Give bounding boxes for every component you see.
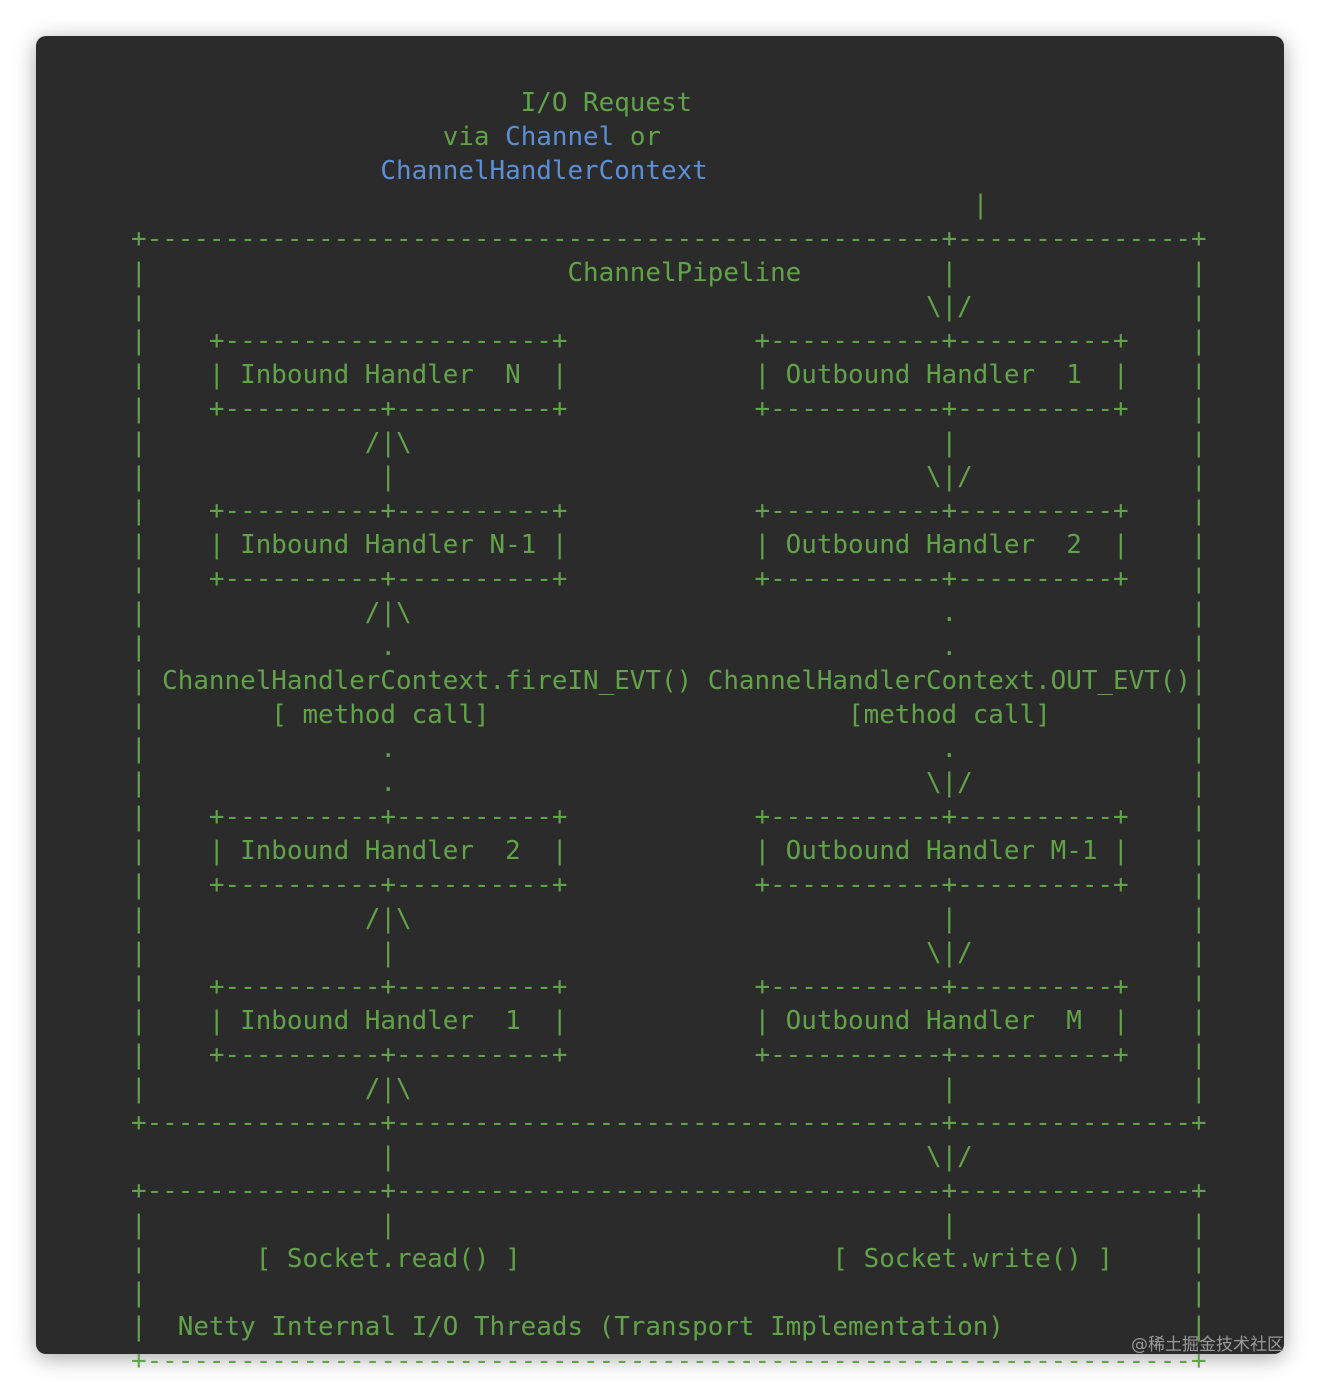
diagram-text: | | Inbound Handler N | | Outbound Handl… [131,360,1207,390]
diagram-text: | ChannelHandlerContext.fireIN_EVT() Cha… [131,666,1207,696]
diagram-line: | Netty Internal I/O Threads (Transport … [131,1310,1207,1344]
diagram-text: | +----------+----------+ +-----------+-… [131,972,1207,1002]
diagram-text: +---------------+-----------------------… [131,1176,1207,1206]
diagram-line: | | Inbound Handler 1 | | Outbound Handl… [131,1004,1207,1038]
diagram-text: | | [131,1278,1207,1308]
diagram-text: | | | | [131,1210,1207,1240]
diagram-line: +---------------------------------------… [131,222,1207,256]
diagram-line: | | Inbound Handler 2 | | Outbound Handl… [131,834,1207,868]
diagram-line: | /|\ | | [131,1072,1207,1106]
watermark: @稀土掘金技术社区 [1131,1335,1284,1355]
diagram-text: | Netty Internal I/O Threads (Transport … [131,1312,1207,1342]
diagram-line: I/O Request [131,86,1207,120]
diagram-line: | +----------+----------+ +-----------+-… [131,392,1207,426]
diagram-text: | | Inbound Handler 2 | | Outbound Handl… [131,836,1207,866]
diagram-text [131,156,380,186]
diagram-line: | +----------+----------+ +-----------+-… [131,1038,1207,1072]
diagram-text: | \|/ | [131,292,1207,322]
diagram-text: | +----------+----------+ +-----------+-… [131,1040,1207,1070]
diagram-text: | +----------+----------+ +-----------+-… [131,564,1207,594]
diagram-text: | | \|/ | [131,462,1207,492]
diagram-text: | [ Socket.read() ] [ Socket.write() ] | [131,1244,1207,1274]
diagram-line: | /|\ | | [131,902,1207,936]
diagram-text: | +---------------------+ +-----------+-… [131,326,1207,356]
diagram-line: | +----------+----------+ +-----------+-… [131,868,1207,902]
diagram-text: | /|\ . | [131,598,1207,628]
diagram-line: | | \|/ | [131,936,1207,970]
diagram-text: or [614,122,661,152]
diagram-line: | \|/ | [131,290,1207,324]
diagram-line: | [ method call] [method call] | [131,698,1207,732]
diagram-line: +---------------+-----------------------… [131,1174,1207,1208]
diagram-line: | [ Socket.read() ] [ Socket.write() ] | [131,1242,1207,1276]
diagram-text: via [131,122,506,152]
diagram-text: | +----------+----------+ +-----------+-… [131,802,1207,832]
diagram-line: | /|\ | | [131,426,1207,460]
diagram-text: | +----------+----------+ +-----------+-… [131,496,1207,526]
diagram-line: | [131,188,1207,222]
diagram-text: | ChannelPipeline | | [131,258,1207,288]
diagram-line: | | [131,1276,1207,1310]
diagram-line: +---------------------------------------… [131,1344,1207,1378]
diagram-line: | . . | [131,732,1207,766]
diagram-text: +---------------------------------------… [131,1346,1207,1376]
diagram-line: | +----------+----------+ +-----------+-… [131,970,1207,1004]
diagram-line: | . . | [131,630,1207,664]
diagram-line: | ChannelHandlerContext.fireIN_EVT() Cha… [131,664,1207,698]
diagram-text: | /|\ | | [131,428,1207,458]
diagram-text: | +----------+----------+ +-----------+-… [131,394,1207,424]
diagram-text: I/O Request [131,88,693,118]
diagram-text: | \|/ [131,1142,973,1172]
diagram-line: | /|\ . | [131,596,1207,630]
diagram-line: | ChannelPipeline | | [131,256,1207,290]
diagram-line: | | Inbound Handler N | | Outbound Handl… [131,358,1207,392]
diagram-text: | . \|/ | [131,768,1207,798]
diagram-text: | . . | [131,734,1207,764]
diagram-text: | | \|/ | [131,938,1207,968]
highlighted-token: Channel [505,122,615,152]
diagram-line: | +---------------------+ +-----------+-… [131,324,1207,358]
diagram-line: ChannelHandlerContext [131,154,1207,188]
diagram-line: +---------------+-----------------------… [131,1106,1207,1140]
code-window: I/O Request via Channel or ChannelHandle… [36,36,1284,1376]
diagram-line: via Channel or [131,120,1207,154]
diagram-text: +---------------+-----------------------… [131,1108,1207,1138]
highlighted-token: ChannelHandlerContext [380,156,708,186]
diagram-line: | +----------+----------+ +-----------+-… [131,494,1207,528]
diagram-text: +---------------------------------------… [131,224,1207,254]
diagram-text: | . . | [131,632,1207,662]
diagram-text: | | Inbound Handler 1 | | Outbound Handl… [131,1006,1207,1036]
diagram-text: | /|\ | | [131,1074,1207,1104]
diagram-line: | +----------+----------+ +-----------+-… [131,562,1207,596]
diagram-line: | +----------+----------+ +-----------+-… [131,800,1207,834]
diagram-line: | | Inbound Handler N-1 | | Outbound Han… [131,528,1207,562]
diagram-line: | \|/ [131,1140,1207,1174]
diagram-line: | . \|/ | [131,766,1207,800]
diagram-text: | [ method call] [method call] | [131,700,1207,730]
diagram-text: | [131,190,989,220]
diagram-text: | +----------+----------+ +-----------+-… [131,870,1207,900]
diagram-text: | /|\ | | [131,904,1207,934]
diagram-line: | | \|/ | [131,460,1207,494]
pipeline-ascii-diagram: I/O Request via Channel or ChannelHandle… [131,86,1207,1378]
diagram-line: | | | | [131,1208,1207,1242]
diagram-text: | | Inbound Handler N-1 | | Outbound Han… [131,530,1207,560]
